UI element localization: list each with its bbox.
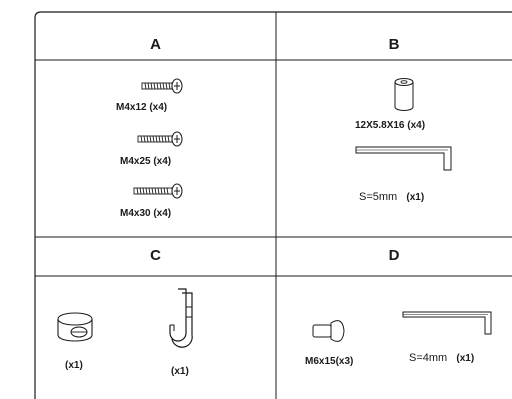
bolt-label: M6x15(x3) [305, 356, 354, 367]
allen-key-5mm-label: S=5mm (x1) [359, 191, 425, 203]
allen-key-icon [355, 146, 452, 171]
allen-key-4mm-label: S=4mm (x1) [409, 352, 475, 364]
screw-label-m4x25: M4x25 (x4) [120, 156, 172, 167]
hook-icon [169, 288, 193, 348]
section-d-header: D [388, 247, 400, 264]
spacer-icon [394, 78, 414, 111]
bolt-icon [312, 320, 345, 342]
screw-label-m4x12: M4x12 (x4) [116, 102, 168, 113]
spacer-label: 12X5.8X16 (x4) [355, 120, 426, 131]
section-a-header: A [150, 36, 161, 53]
screw-icon [137, 131, 183, 147]
screw-icon [133, 183, 183, 199]
cable-clamp-icon [57, 312, 93, 342]
hook-qty: (x1) [171, 366, 189, 377]
section-b-header: B [388, 36, 400, 53]
screw-icon [141, 78, 183, 94]
screw-label-m4x30: M4x30 (x4) [120, 208, 172, 219]
allen-key-icon [402, 311, 492, 335]
cable-clamp-qty: (x1) [65, 360, 83, 371]
section-c-header: C [150, 247, 161, 264]
